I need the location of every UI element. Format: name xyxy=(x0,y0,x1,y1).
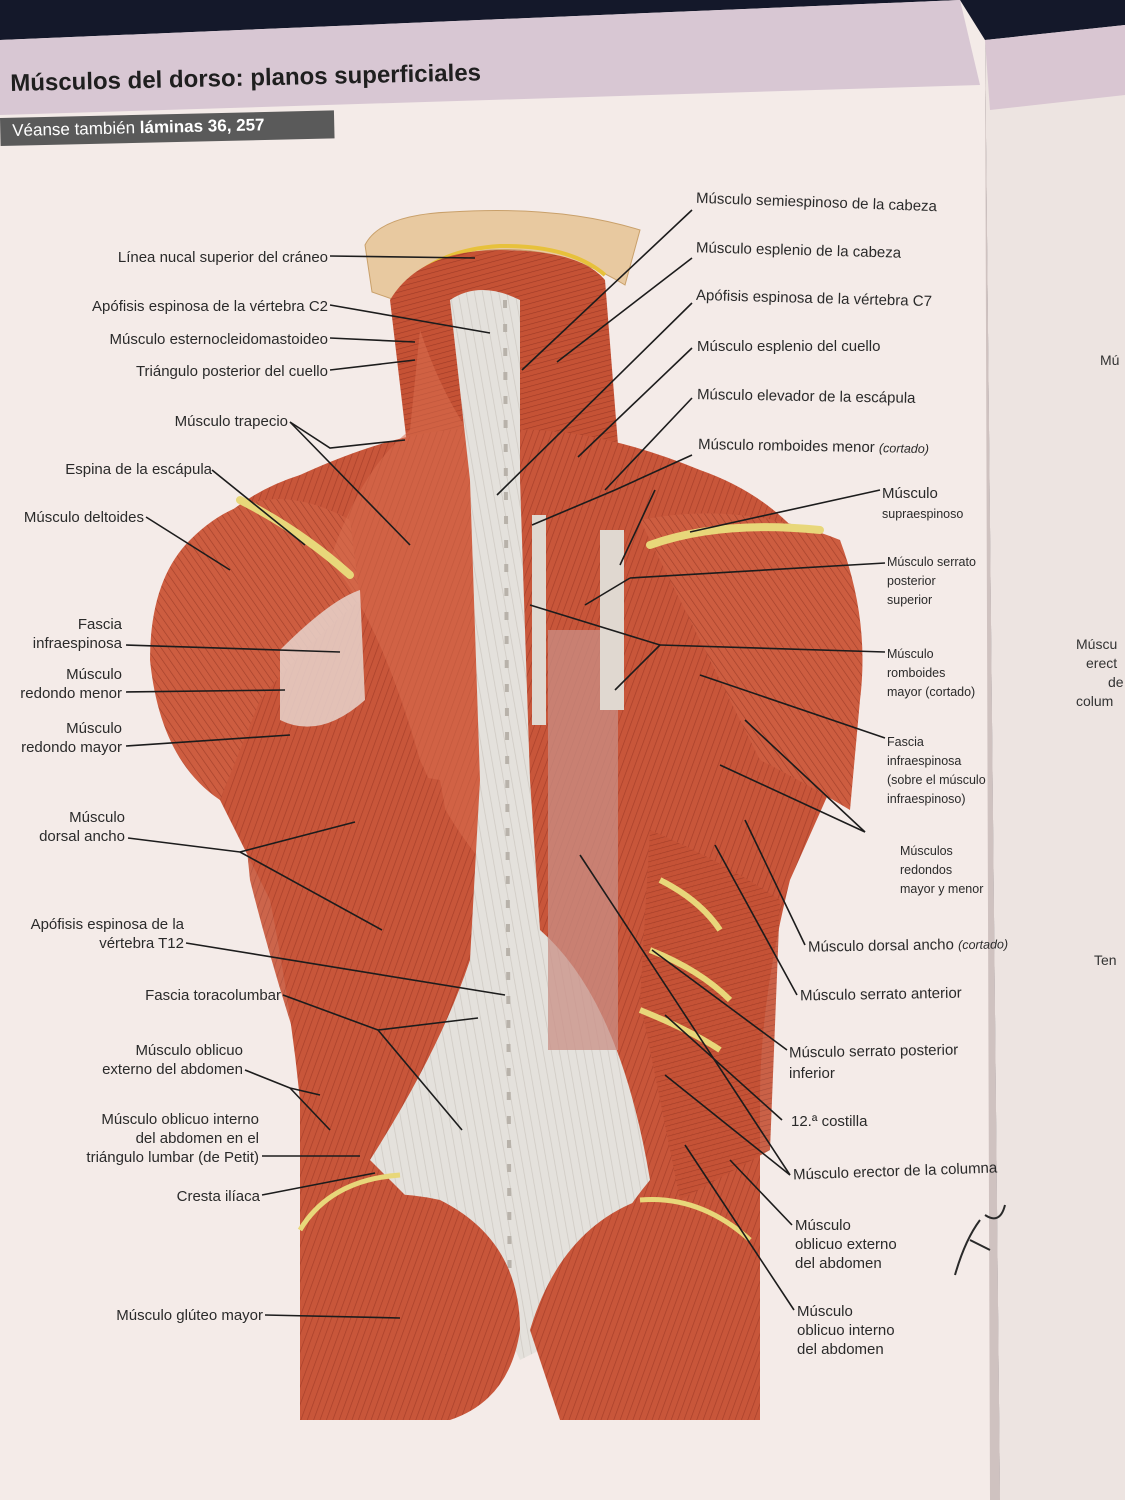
label-supraespinoso-l1: Músculo xyxy=(882,485,938,502)
label-deltoides: Músculo deltoides xyxy=(23,509,144,526)
iliac-crest-right xyxy=(639,1197,752,1242)
label-romboides-mayor-l1: Músculo xyxy=(887,647,934,661)
label-oblicuo-externo-l2: externo del abdomen xyxy=(102,1061,243,1078)
label-apofisis-c2: Apófisis espinosa de la vértebra C2 xyxy=(92,298,328,315)
label-fascia-infraespinosa-l1: Fascia xyxy=(77,616,122,633)
label-redondo-mayor-l2: redondo mayor xyxy=(21,739,122,756)
next-page-text-6: Ten xyxy=(1094,952,1117,968)
next-page-text-3: erect xyxy=(1086,655,1118,671)
label-12-costilla: 12.ª costilla xyxy=(791,1113,868,1130)
label-supraespinoso-l2: supraespinoso xyxy=(882,507,964,521)
label-oblicuo-externo-r-l3: del abdomen xyxy=(795,1255,882,1272)
label-serrato-posterior-inferior-l2: inferior xyxy=(789,1065,835,1082)
label-redondo-menor-l2: redondo menor xyxy=(20,685,122,702)
iliac-crest xyxy=(297,1172,401,1232)
label-oblicuo-externo-r-l1: Músculo xyxy=(795,1217,851,1234)
label-apofisis-t12-l1: Apófisis espinosa de la xyxy=(30,916,184,933)
spine-of-scapula-right xyxy=(646,523,824,549)
cut-rhomboid-minor xyxy=(532,515,546,725)
header-band xyxy=(0,0,980,115)
label-fascia-infraespinosa-r-l4: infraespinoso) xyxy=(887,792,966,806)
right-deltoid xyxy=(640,513,863,810)
label-serrato-posterior-superior-l2: posterior xyxy=(887,574,936,588)
label-redondos-l2: redondos xyxy=(900,863,953,877)
label-triangulo-posterior: Triángulo posterior del cuello xyxy=(135,363,328,380)
label-elevador-escapula: Músculo elevador de la escápula xyxy=(696,386,916,407)
label-fascia-infraespinosa-r-l1: Fascia xyxy=(887,735,924,749)
label-serrato-anterior: Músculo serrato anterior xyxy=(799,984,962,1005)
label-serrato-posterior-superior-l1: Músculo serrato xyxy=(887,555,976,569)
label-espina-escapula: Espina de la escápula xyxy=(65,461,212,478)
label-redondo-menor-l1: Músculo xyxy=(66,666,122,683)
next-page-text-4: de xyxy=(1108,674,1124,690)
rib-11 xyxy=(648,947,733,1003)
label-serrato-posterior-inferior-l1: Músculo serrato posterior xyxy=(788,1041,959,1062)
infraspinous-fascia-left xyxy=(280,590,365,727)
label-oblicuo-interno-petit-l1: Músculo oblicuo interno xyxy=(101,1111,259,1128)
spinal-column-line xyxy=(503,299,512,1361)
label-redondos-l1: Músculos xyxy=(900,844,953,858)
next-page-sliver xyxy=(985,25,1125,1500)
label-romboides-menor: Músculo romboides menor (cortado) xyxy=(698,435,929,459)
label-oblicuo-externo-l1: Músculo oblicuo xyxy=(135,1042,243,1059)
label-dorsal-ancho-l1: Músculo xyxy=(69,809,125,826)
label-oblicuo-interno-r-l1: Músculo xyxy=(797,1303,853,1320)
label-fascia-infraespinosa-r-l3: (sobre el músculo xyxy=(887,773,986,787)
label-trapecio: Músculo trapecio xyxy=(174,413,288,430)
next-page-text-1: Mú xyxy=(1100,352,1120,368)
label-fascia-infraespinosa-l2: infraespinosa xyxy=(32,635,122,652)
see-also-prefix: Véanse también xyxy=(12,118,140,140)
label-oblicuo-interno-r-l3: del abdomen xyxy=(797,1341,884,1358)
label-dorsal-ancho-cortado-note: (cortado) xyxy=(957,937,1009,953)
label-fascia-infraespinosa-r-l2: infraespinosa xyxy=(887,754,962,768)
gluteus-right xyxy=(530,1198,760,1420)
rib-12 xyxy=(638,1007,722,1053)
label-gluteo-mayor: Músculo glúteo mayor xyxy=(116,1307,263,1324)
label-fascia-toracolumbar: Fascia toracolumbar xyxy=(145,987,281,1004)
next-page-text-5: colum xyxy=(1076,693,1114,709)
label-esternocleidomastoideo: Músculo esternocleidomastoideo xyxy=(109,331,328,348)
label-dorsal-ancho-l2: dorsal ancho xyxy=(39,828,125,845)
label-cresta-iliaca: Cresta ilíaca xyxy=(176,1188,260,1205)
label-oblicuo-interno-petit-l2: del abdomen en el xyxy=(135,1130,259,1147)
label-romboides-menor-note: (cortado) xyxy=(878,441,930,457)
label-redondo-mayor-l1: Músculo xyxy=(66,720,122,737)
see-also-reference: láminas 36, 257 xyxy=(139,115,265,138)
label-romboides-mayor-l2: romboides xyxy=(887,666,946,680)
label-oblicuo-externo-r-l2: oblicuo externo xyxy=(795,1236,897,1253)
artist-signature xyxy=(954,1204,1006,1276)
label-linea-nucal: Línea nucal superior del cráneo xyxy=(117,249,328,266)
label-oblicuo-interno-r-l2: oblicuo interno xyxy=(797,1322,895,1339)
leader-lines-left xyxy=(125,255,506,1319)
label-romboides-mayor-l3: mayor (cortado) xyxy=(887,685,976,699)
leader-lines-right xyxy=(496,209,886,1311)
spine-of-scapula-left xyxy=(236,496,354,579)
label-redondos-l3: mayor y menor xyxy=(900,882,984,896)
label-dorsal-ancho-cortado-main: Músculo dorsal ancho xyxy=(807,936,959,956)
latissimus-left xyxy=(240,770,480,1140)
label-romboides-menor-main: Músculo romboides menor xyxy=(697,435,880,457)
gluteus-left xyxy=(300,1194,520,1420)
label-dorsal-ancho-cortado: Músculo dorsal ancho (cortado) xyxy=(808,934,1008,957)
rib-10 xyxy=(658,877,723,932)
next-page-text-2: Múscu xyxy=(1076,636,1118,652)
label-esplenio-cuello: Músculo esplenio del cuello xyxy=(697,338,881,355)
label-apofisis-t12-l2: vértebra T12 xyxy=(99,935,184,952)
label-oblicuo-interno-petit-l3: triángulo lumbar (de Petit) xyxy=(86,1149,259,1166)
cut-rhomboid-major xyxy=(600,530,624,710)
thoracolumbar-fascia xyxy=(370,290,650,1360)
label-serrato-posterior-superior-l3: superior xyxy=(887,593,933,607)
